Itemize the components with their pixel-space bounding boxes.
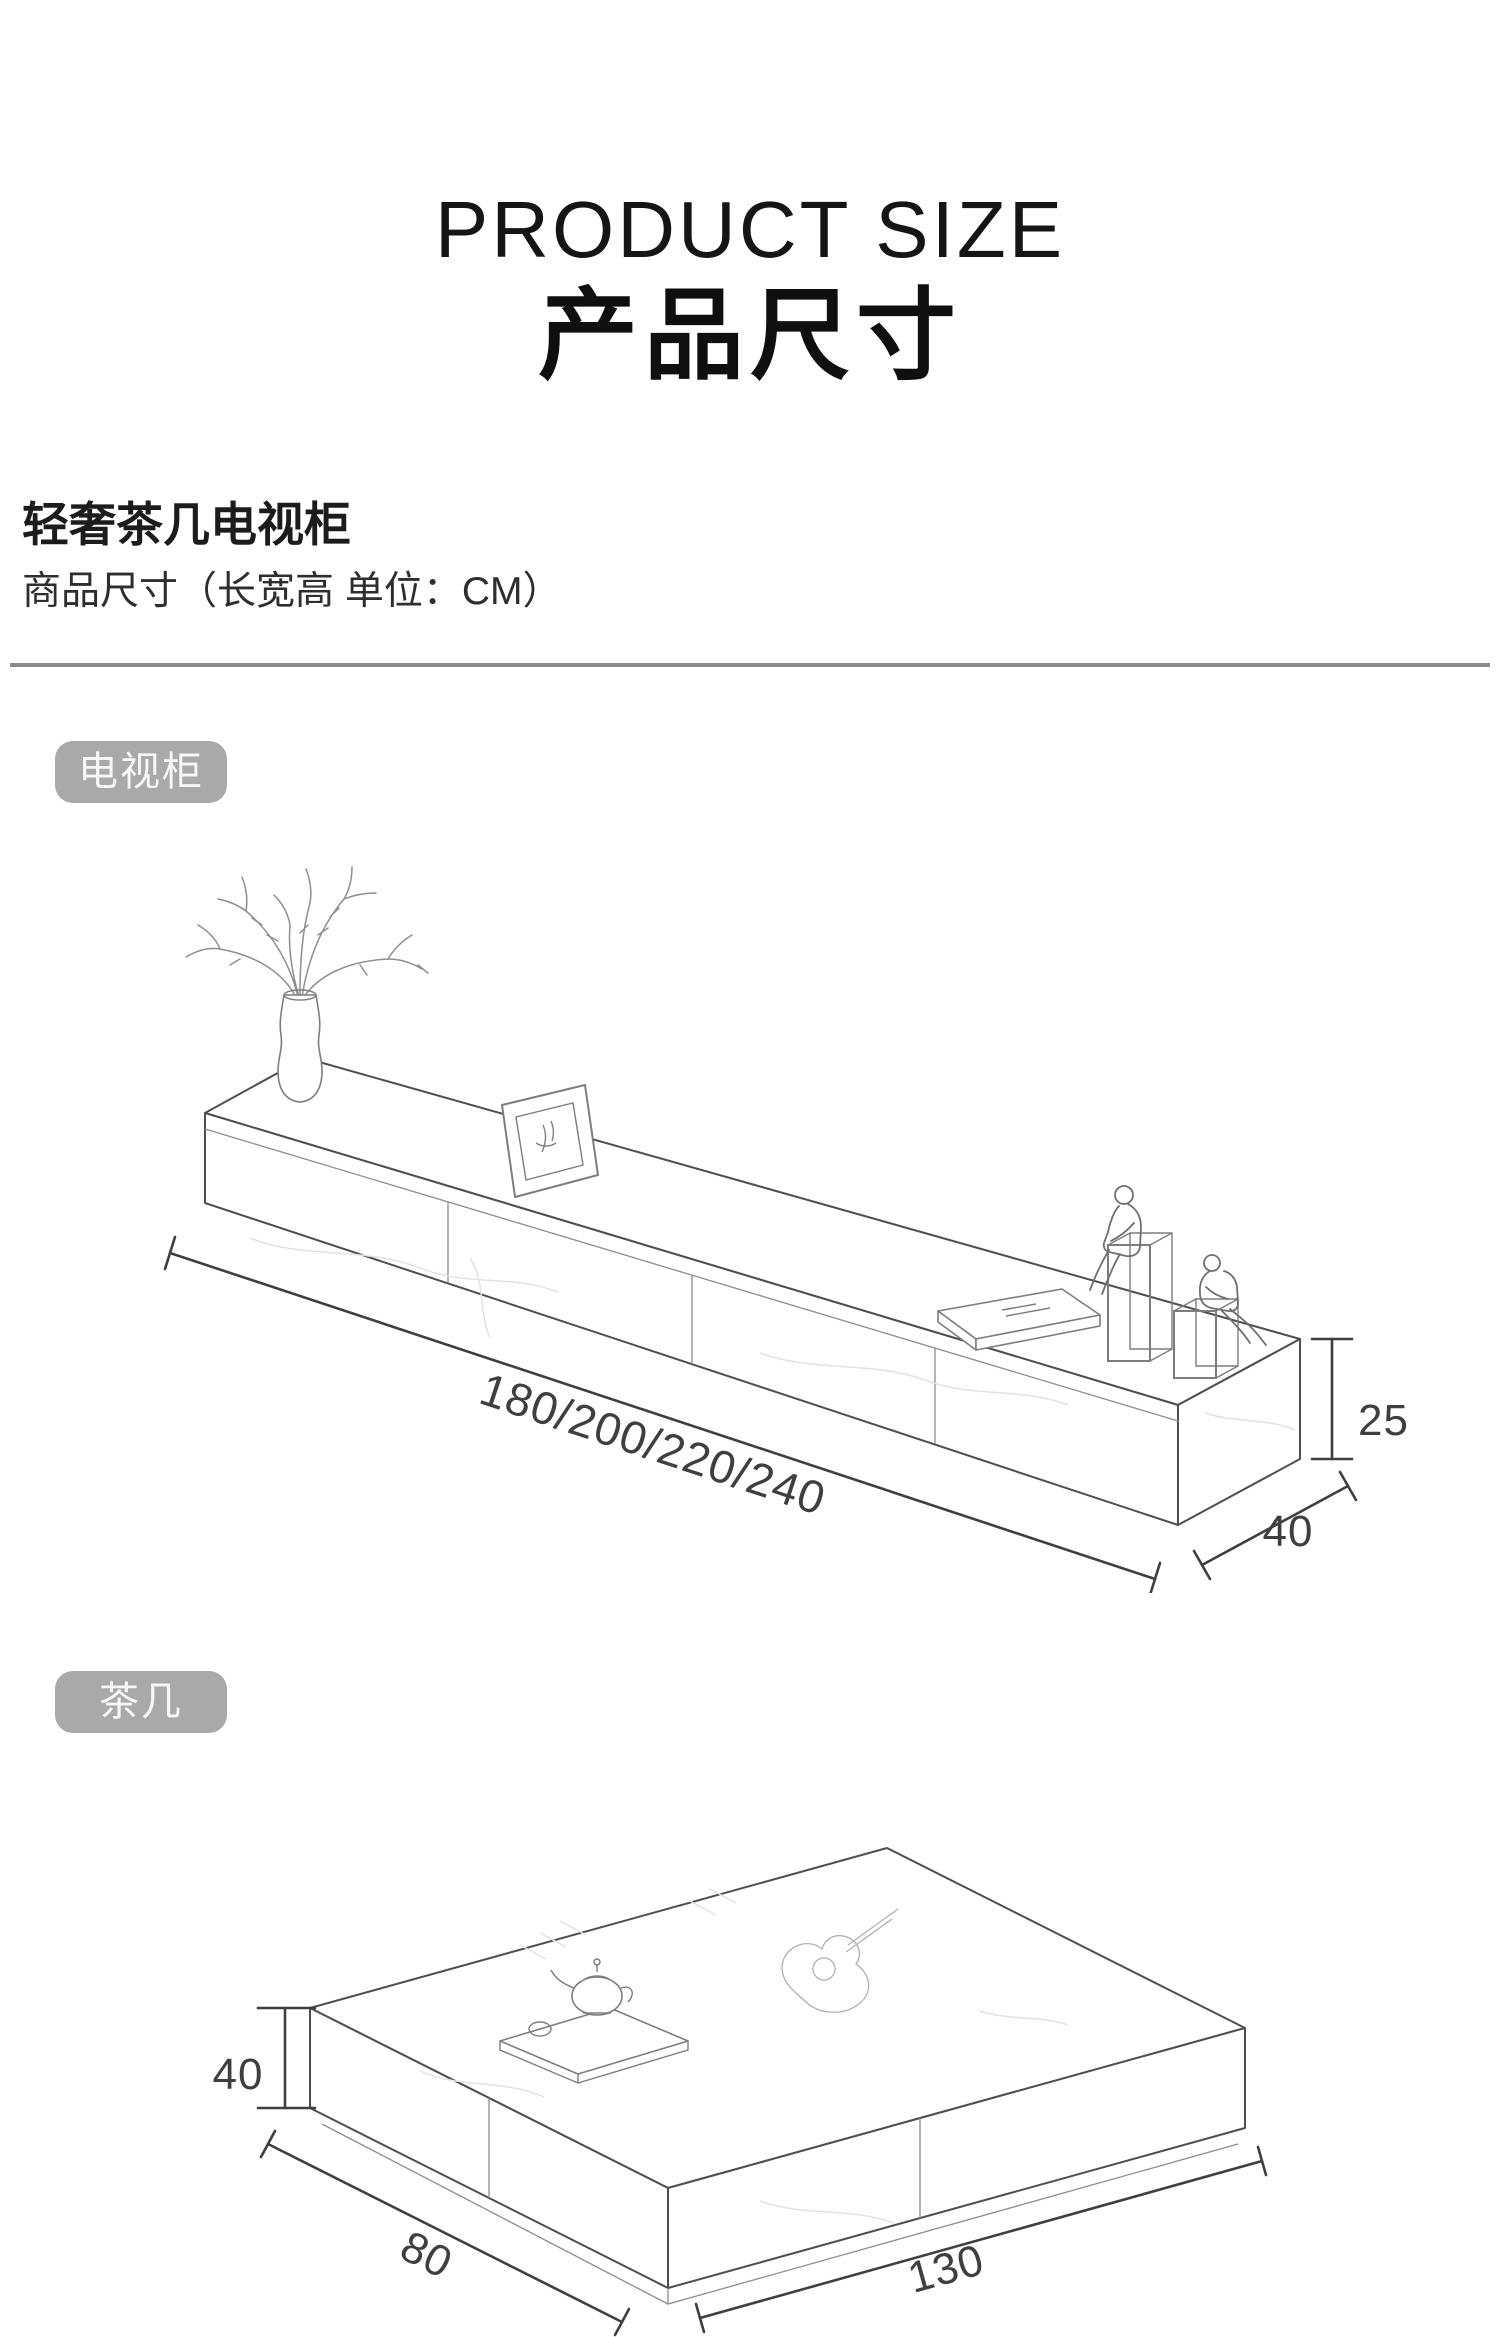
tv-height-label: 25 (1358, 1396, 1409, 1445)
tv-depth-label: 40 (1263, 1507, 1314, 1556)
tea-table-drawing (309, 1846, 1246, 2305)
page-title-en: PRODUCT SIZE (434, 185, 1066, 274)
tv-stand-diagram: 180/200/220/240 25 40 (163, 866, 1409, 1593)
guitar-decor-sketch (781, 1908, 899, 2013)
figurine-pedestal-tall (1107, 1232, 1173, 1362)
tea-width-label: 80 (393, 2222, 461, 2289)
product-name: 轻奢茶几电视柜 (22, 498, 351, 551)
book-sketch (937, 1288, 1101, 1351)
photo-frame-sketch (501, 1083, 599, 1198)
tea-table-diagram: 40 80 130 (213, 1846, 1268, 2337)
tea-length-label: 130 (903, 2235, 990, 2303)
page-title-cn: 产品尺寸 (538, 280, 962, 392)
figurine-sitting-1 (1089, 1184, 1142, 1295)
divider (10, 662, 1490, 667)
figurine-sitting-2 (1198, 1253, 1267, 1346)
tv-dimension-lines (163, 1235, 1358, 1593)
badge-tea-table: 茶几 (55, 1670, 227, 1733)
tea-height-label: 40 (213, 2050, 264, 2099)
tea-tray-sketch (499, 1958, 689, 2084)
badge-tv-stand: 电视柜 (55, 740, 227, 803)
vase-sketch (185, 866, 429, 1103)
size-note: 商品尺寸（长宽高 单位：CM） (22, 570, 562, 614)
